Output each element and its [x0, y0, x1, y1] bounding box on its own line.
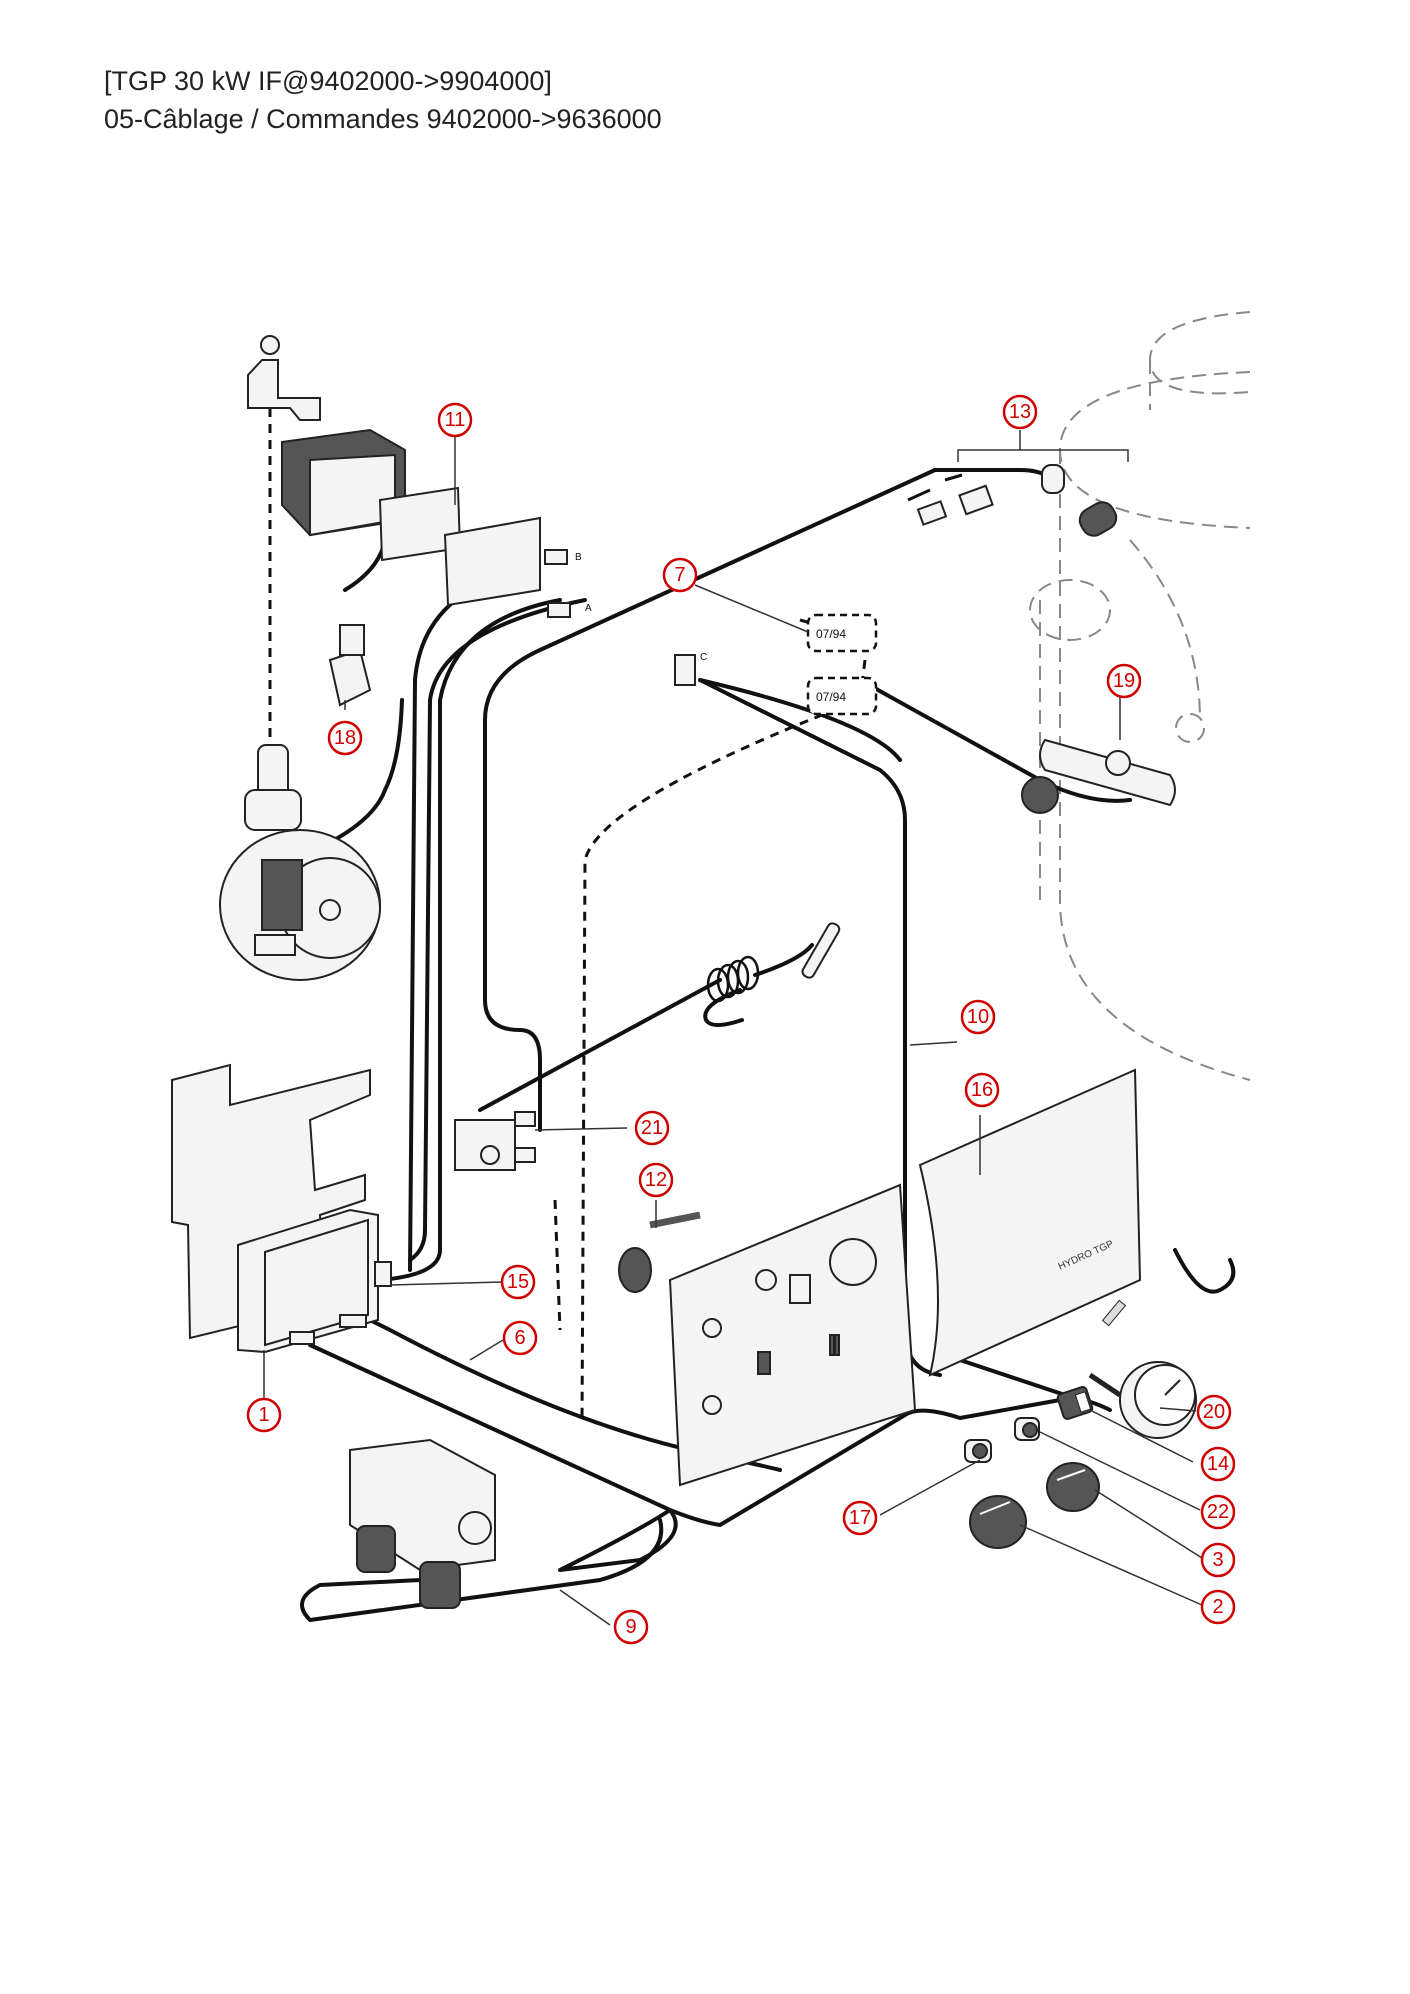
callout-16-text: 16	[971, 1079, 993, 1101]
callout-7-text: 7	[674, 564, 685, 586]
gas-valve	[349, 1438, 496, 1609]
callout-1-text: 1	[258, 1404, 269, 1426]
callout-18-text: 18	[334, 727, 356, 749]
callout-11: 11	[437, 402, 473, 438]
power-switch	[1056, 1386, 1094, 1420]
callout-6: 6	[502, 1320, 538, 1356]
reset-button	[964, 1439, 992, 1463]
callout-9: 9	[613, 1609, 649, 1645]
page-subtitle: 05-Câblage / Commandes 9402000->9636000	[104, 104, 662, 134]
connector-letter-a: A	[585, 603, 592, 614]
callout-22: 22	[1200, 1494, 1236, 1530]
callout-3: 3	[1200, 1542, 1236, 1578]
date-mark-2: 07/94	[806, 676, 878, 716]
front-control-panel	[618, 1183, 917, 1487]
callout-17: 17	[842, 1500, 878, 1536]
callout-20-text: 20	[1203, 1401, 1225, 1423]
callout-21: 21	[634, 1110, 670, 1146]
callout-12-text: 12	[645, 1169, 667, 1191]
callout-22-text: 22	[1207, 1501, 1229, 1523]
callout-16: 16	[964, 1072, 1000, 1108]
connector-c: C	[674, 652, 707, 686]
leader-lines	[263, 430, 1203, 1626]
callout-18: 18	[327, 720, 363, 756]
callout-14: 14	[1200, 1446, 1236, 1482]
callout-19: 19	[1106, 663, 1142, 699]
date-mark-2-text: 07/94	[816, 690, 846, 704]
connector-letter-c: C	[700, 652, 707, 663]
page-title: [TGP 30 kW IF@9402000->9904000]	[104, 66, 552, 96]
callout-10-text: 10	[967, 1006, 989, 1028]
callout-15-text: 15	[507, 1271, 529, 1293]
callout-11-text: 11	[445, 409, 466, 431]
circulation-pump	[219, 744, 381, 981]
callout-14-text: 14	[1207, 1453, 1229, 1475]
callout-13: 13	[1002, 394, 1038, 430]
callout-6-text: 6	[514, 1327, 525, 1349]
callout-3-text: 3	[1212, 1549, 1223, 1571]
boiler-body-outline	[1029, 311, 1251, 1081]
callout-10: 10	[960, 999, 996, 1035]
callout-7: 7	[662, 557, 698, 593]
pump-connector-plug	[328, 624, 372, 707]
date-mark-1-text: 07/94	[816, 627, 846, 641]
callout-2-text: 2	[1212, 1596, 1223, 1618]
side-cover-panel: HYDRO TGP	[918, 1068, 1142, 1377]
callout-13-text: 13	[1009, 401, 1031, 423]
flue-sensor	[907, 464, 1118, 537]
callout-19-text: 19	[1113, 670, 1135, 692]
callout-17-text: 17	[849, 1507, 871, 1529]
callout-20: 20	[1196, 1394, 1232, 1430]
callout-9-text: 9	[625, 1616, 636, 1638]
callout-21-text: 21	[641, 1117, 663, 1139]
callout-12: 12	[638, 1162, 674, 1198]
ignition-control-box	[237, 1208, 392, 1354]
control-housing: B A	[247, 335, 592, 618]
knob-2	[969, 1495, 1027, 1549]
connector-letter-b: B	[575, 552, 582, 563]
thermostat-bracket	[1021, 738, 1176, 814]
callout-15: 15	[500, 1264, 536, 1300]
limit-switch	[454, 1111, 536, 1171]
date-mark-1: 07/94	[806, 613, 878, 653]
indicator-lamp	[1014, 1417, 1040, 1441]
capillary-probe	[478, 922, 841, 1112]
callout-1: 1	[246, 1397, 282, 1433]
callout-2: 2	[1200, 1589, 1236, 1625]
knob-3	[1046, 1462, 1100, 1512]
